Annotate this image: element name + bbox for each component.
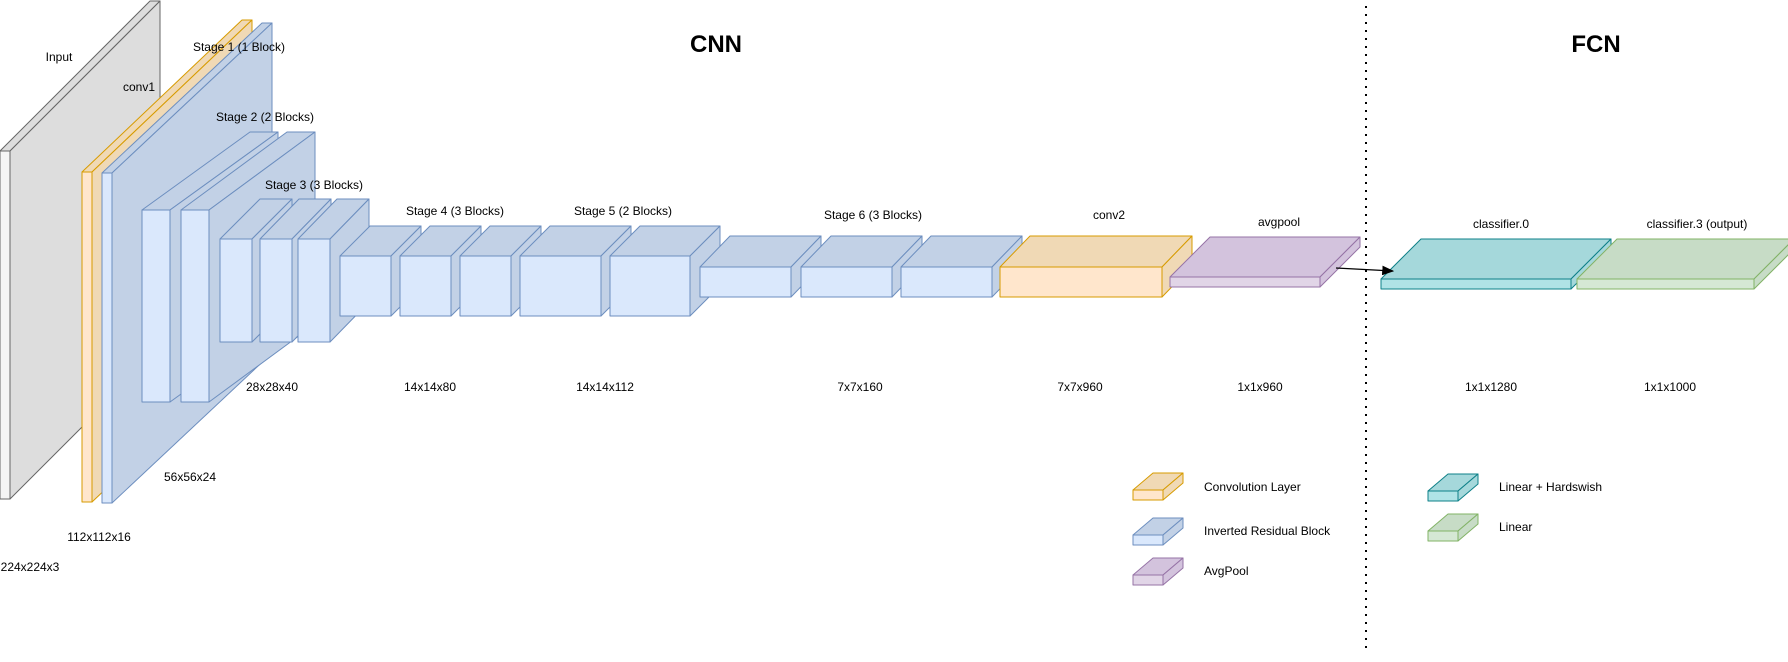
- stage1-label: Stage 1 (1 Block): [193, 40, 285, 54]
- classifier3-dims: 1x1x1000: [1644, 380, 1696, 394]
- legend-label-linear: Linear: [1499, 520, 1532, 534]
- stage2-label: Stage 2 (2 Blocks): [216, 110, 314, 124]
- classifier0-label: classifier.0: [1473, 217, 1529, 231]
- legend-label-conv: Convolution Layer: [1204, 480, 1301, 494]
- stage3-label: Stage 3 (3 Blocks): [265, 178, 363, 192]
- classifier3-label: classifier.3 (output): [1647, 217, 1748, 231]
- conv2-dims: 7x7x960: [1057, 380, 1103, 394]
- conv1-dims: 112x112x16: [67, 530, 131, 544]
- stage4-dims: 14x14x80: [404, 380, 456, 394]
- legend-icons: [1132, 472, 1479, 586]
- fcn-heading: FCN: [1571, 31, 1620, 58]
- stage5-block-2: [609, 225, 721, 317]
- legend: Convolution Layer Inverted Residual Bloc…: [1132, 472, 1602, 586]
- cnn-heading: CNN: [690, 31, 742, 58]
- stage1-dims: 56x56x24: [164, 470, 216, 484]
- conv1-label: conv1: [123, 80, 155, 94]
- legend-swatch-pool: [1132, 557, 1184, 586]
- input-label: Input: [46, 50, 73, 64]
- input-dims: 224x224x3: [1, 560, 60, 574]
- conv2-label: conv2: [1093, 208, 1125, 222]
- legend-swatch-block: [1132, 517, 1184, 546]
- classifier0-dims: 1x1x1280: [1465, 380, 1517, 394]
- legend-swatch-conv: [1132, 472, 1184, 501]
- legend-label-block: Inverted Residual Block: [1204, 524, 1331, 538]
- stage5-dims: 14x14x112: [576, 380, 634, 394]
- legend-label-hswish: Linear + Hardswish: [1499, 480, 1602, 494]
- stage5-label: Stage 5 (2 Blocks): [574, 204, 672, 218]
- legend-swatch-linear: [1427, 513, 1479, 542]
- stage4-label: Stage 4 (3 Blocks): [406, 204, 504, 218]
- legend-swatch-hswish: [1427, 473, 1479, 502]
- stage6-label: Stage 6 (3 Blocks): [824, 208, 922, 222]
- avgpool-dims: 1x1x960: [1237, 380, 1283, 394]
- legend-label-pool: AvgPool: [1204, 564, 1248, 578]
- conv2-box: [999, 235, 1193, 298]
- stage6-dims: 7x7x160: [837, 380, 883, 394]
- avgpool-box: [1169, 236, 1361, 288]
- layer-boxes: [0, 0, 1788, 504]
- avgpool-label: avgpool: [1258, 215, 1300, 229]
- classifier3-box: [1576, 238, 1788, 290]
- stage3-dims: 28x28x40: [246, 380, 298, 394]
- flow-arrow: [1335, 265, 1395, 276]
